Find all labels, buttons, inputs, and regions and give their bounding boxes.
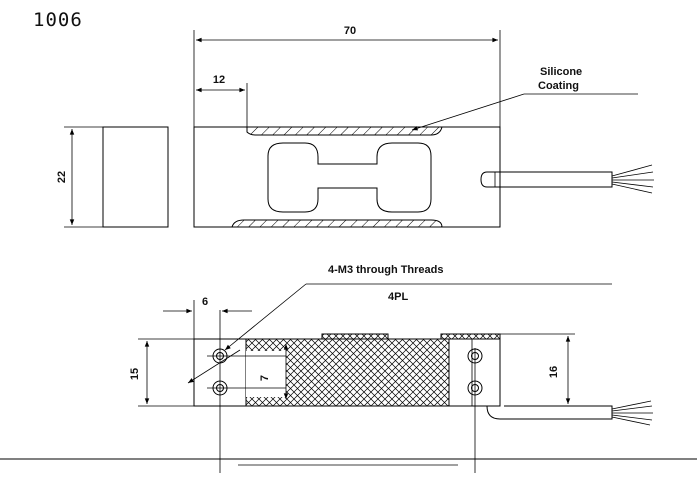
- bottom-view: [0, 310, 697, 473]
- dim-overall-length-group: 70: [193, 25, 501, 127]
- end-view: 22: [56, 126, 169, 228]
- dim-width-left-group: 15: [129, 338, 194, 407]
- dim-width-left: 15: [129, 368, 141, 380]
- silicone-callout: Silicone Coating: [411, 66, 638, 131]
- threads-label: 4-M3 through Threads: [328, 264, 444, 276]
- dim-cutout-offset-group: 12: [196, 74, 248, 127]
- coating-label-line1: Silicone: [540, 66, 582, 78]
- threads-callout: 4-M3 through Threads 4PL: [187, 264, 612, 384]
- dim-overall-length: 70: [344, 25, 356, 37]
- dim-width-right: 16: [548, 366, 560, 378]
- dim-hole-offset-group: 6: [163, 296, 252, 339]
- coating-label-line2: Coating: [538, 80, 579, 92]
- dim-hole-spacing-group: 7: [259, 343, 289, 400]
- dim-hole-spacing: 7: [259, 375, 271, 381]
- model-number: 1006: [33, 9, 83, 31]
- dim-width-right-group: 16: [500, 333, 612, 407]
- dim-hole-offset: 6: [202, 296, 208, 308]
- body-front-view: [193, 126, 654, 228]
- threads-qty-label: 4PL: [388, 291, 408, 303]
- dim-height: 22: [56, 171, 68, 183]
- dim-cutout-offset: 12: [213, 74, 225, 86]
